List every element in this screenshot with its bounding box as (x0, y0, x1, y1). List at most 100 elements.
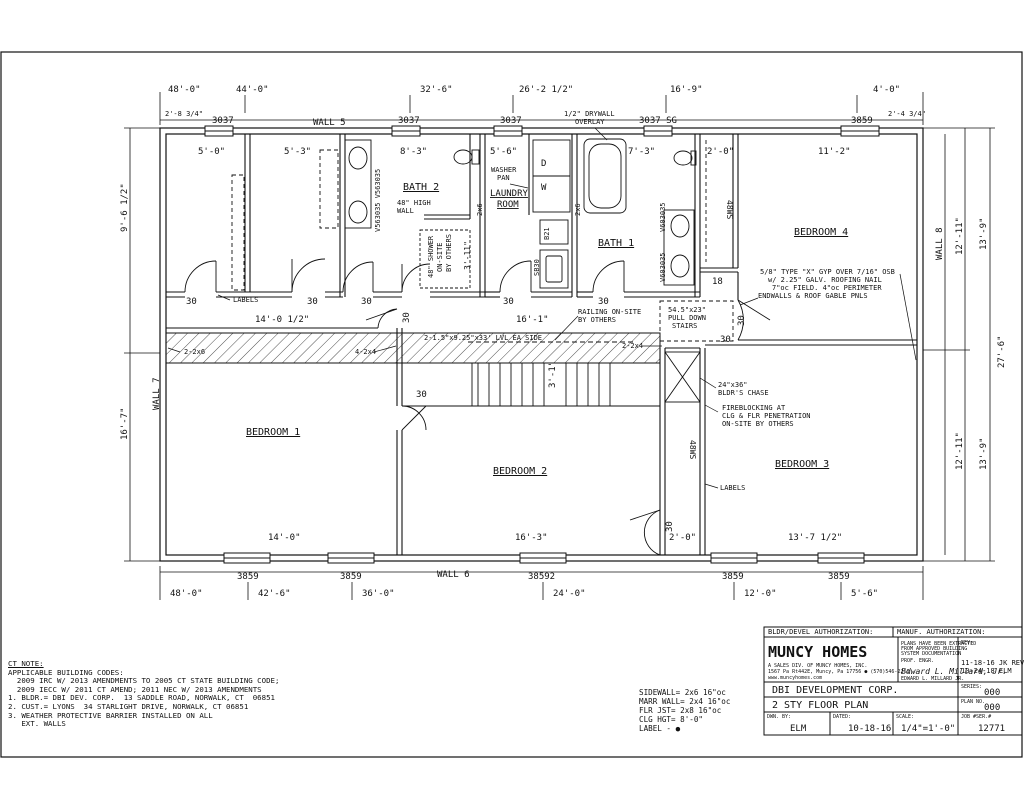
client-name: DBI DEVELOPMENT CORP. (772, 685, 898, 696)
top-dim: 4'-0" (873, 85, 900, 95)
annotations: 1/2" DRYWALL OVERLAY WASHER PAN D W B21 … (184, 110, 895, 532)
room-bedroom4: BEDROOM 4 (794, 227, 848, 238)
window-label: 3037 (212, 116, 234, 126)
washer-pan-note: WASHER (491, 166, 517, 174)
chase-note-2: BLDR'S CHASE (718, 389, 769, 397)
window-label: 3037 SG (639, 116, 677, 126)
room-bath2: BATH 2 (403, 182, 439, 193)
leader-lines (167, 127, 917, 489)
rev-1: 11-18-16 JK REV (961, 659, 1024, 667)
washer-label: W (541, 183, 547, 193)
bottom-dim: 5'-6" (851, 589, 878, 599)
door-size: 30 (402, 312, 412, 323)
company-address: 1567 Pa Rt442E, Muncy, Pa 17756 ● (570)5… (768, 669, 909, 675)
gyp-note-4: ENDWALLS & ROOF GABLE PNLS (758, 292, 868, 300)
door-size: 30 (307, 297, 318, 307)
notes-line: 2009 IECC W/ 2011 CT AMEND; 2011 NEC W/ … (8, 684, 262, 694)
top-windows (204, 125, 880, 137)
spec-line: LABEL - ● (639, 724, 681, 733)
dated-label: DATED: (833, 714, 851, 720)
interior-dimensions: 5'-0" 5'-3" 8'-3" 5'-6" 7'-3" 2'-0" 11'-… (198, 147, 851, 543)
shower-note-2: ON-SITE (436, 242, 444, 272)
dated: 10-18-16 (848, 724, 891, 734)
labels-tag: LABELS (233, 296, 258, 304)
vanity-label: V603035 (659, 252, 667, 282)
company-website: www.muncyhomes.com (768, 675, 822, 681)
top-dim: 16'-9" (670, 85, 703, 95)
window-label: 3859 (828, 572, 850, 582)
room-bedroom1: BEDROOM 1 (246, 427, 300, 438)
lvl-beam (165, 332, 661, 364)
plan-label: PLAN NO. (961, 699, 985, 705)
company-sub: A SALES DIV. OF MUNCY HOMES, INC. (768, 663, 867, 669)
notes-line: 2009 IRC W/ 2013 AMENDMENTS TO 2005 CT S… (8, 676, 280, 686)
left-dim: 16'-7" (120, 407, 130, 440)
door-swings (184, 258, 771, 556)
dimension-lines (124, 92, 995, 600)
right-dim: 12'-11" (955, 217, 965, 255)
closet-dim: 5'-6" (490, 147, 517, 157)
fixtures (231, 138, 734, 343)
construction-specs: SIDEWALL= 2x6 16"oc MARR WALL= 2x4 16"oc… (639, 688, 730, 733)
top-dimensions: 48'-0" 44'-0" 32'-6" 26'-2 1/2" 16'-9" 4… (165, 85, 926, 128)
room-laundry-2: ROOM (497, 200, 519, 210)
right-dim: 13'-9" (979, 217, 989, 250)
chase-x (664, 351, 701, 403)
engineer-name: EDWARD L. MILLARD JR. (901, 676, 964, 682)
rev-label: REV: (961, 640, 973, 646)
spec-line: FLR JST= 2x8 16"oc (639, 706, 722, 715)
door-size: 30 (416, 390, 427, 400)
right-overall-dim: 27'-6" (997, 335, 1007, 368)
window-label: 3859 (340, 572, 362, 582)
vanity-label: V563035 V563035 (374, 169, 382, 232)
engineer-signature: Edward L. Millard, Jr. (901, 667, 1007, 676)
job-number: 12771 (978, 724, 1005, 734)
header-label: 2-2x4 (622, 342, 643, 350)
shower-dim: 3'-11" (463, 241, 472, 270)
fireblock-note: FIREBLOCKING AT (722, 404, 786, 412)
notes-line: 3. WEATHER PROTECTIVE BARRIER INSTALLED … (8, 710, 213, 720)
plan-number: 000 (984, 703, 1000, 713)
room-laundry: LAUNDRY (490, 189, 529, 199)
door-size: 30 (503, 297, 514, 307)
drawn-by: ELM (790, 724, 807, 734)
high-wall-note: 48" HIGH (397, 199, 431, 207)
header-label: 4-2x4 (355, 348, 376, 356)
gyp-note: 5/8" TYPE "X" GYP OVER 7/16" OSB (760, 268, 895, 276)
bottom-windows (223, 552, 865, 564)
vanity-label: V603035 (659, 202, 667, 232)
room-bedroom3: BEDROOM 3 (775, 459, 829, 470)
plans-note: PLANS HAVE BEEN EXTRACTED (901, 641, 976, 647)
closet-dim: 5'-0" (198, 147, 225, 157)
top-small-dim: 2'-8 3/4" (165, 110, 203, 118)
series: 000 (984, 688, 1000, 698)
wall-label: WALL 7 (152, 377, 162, 410)
left-dim: 9'-6 1/2" (120, 183, 130, 232)
window-label: 3859 (851, 116, 873, 126)
pulldown-note-2: PULL DOWN (668, 314, 706, 322)
chase-note: 24"x36" (718, 381, 748, 389)
door-size: 30 (361, 297, 372, 307)
spec-line: SIDEWALL= 2x6 16"oc (639, 688, 726, 697)
pulldown-note-3: STAIRS (672, 322, 697, 330)
wall-type-label: 2x6 (476, 203, 484, 216)
room-names: BATH 2 LAUNDRY ROOM BATH 1 BEDROOM 4 BED… (246, 182, 848, 477)
room-width-dim: 2'-0" (669, 533, 696, 543)
shower-note-3: BY OTHERS (445, 234, 453, 272)
window-label: 3859 (237, 572, 259, 582)
drywall-note: 1/2" DRYWALL (564, 110, 615, 118)
bottom-dimensions: 3859 3859 38592 3859 3859 WALL 6 48'-0" … (170, 570, 878, 599)
closet-dim: 7'-3" (628, 147, 655, 157)
title-block (763, 626, 1023, 736)
wall-type-label-2: 2x6 (574, 203, 582, 216)
bldr-auth-label: BLDR/DEVEL AUTHORIZATION: (768, 628, 873, 636)
washer-pan-note-2: PAN (497, 174, 510, 182)
notes-line: 2. CUST.= LYONS 34 STARLIGHT DRIVE, NORW… (8, 701, 249, 711)
notes-line: EXT. WALLS (8, 719, 66, 729)
room-width-dim: 16'-3" (515, 533, 548, 543)
sheet-border (0, 51, 1023, 758)
closet-dim: 11'-2" (818, 147, 851, 157)
shower-note: 48" SHOWER (427, 235, 435, 278)
